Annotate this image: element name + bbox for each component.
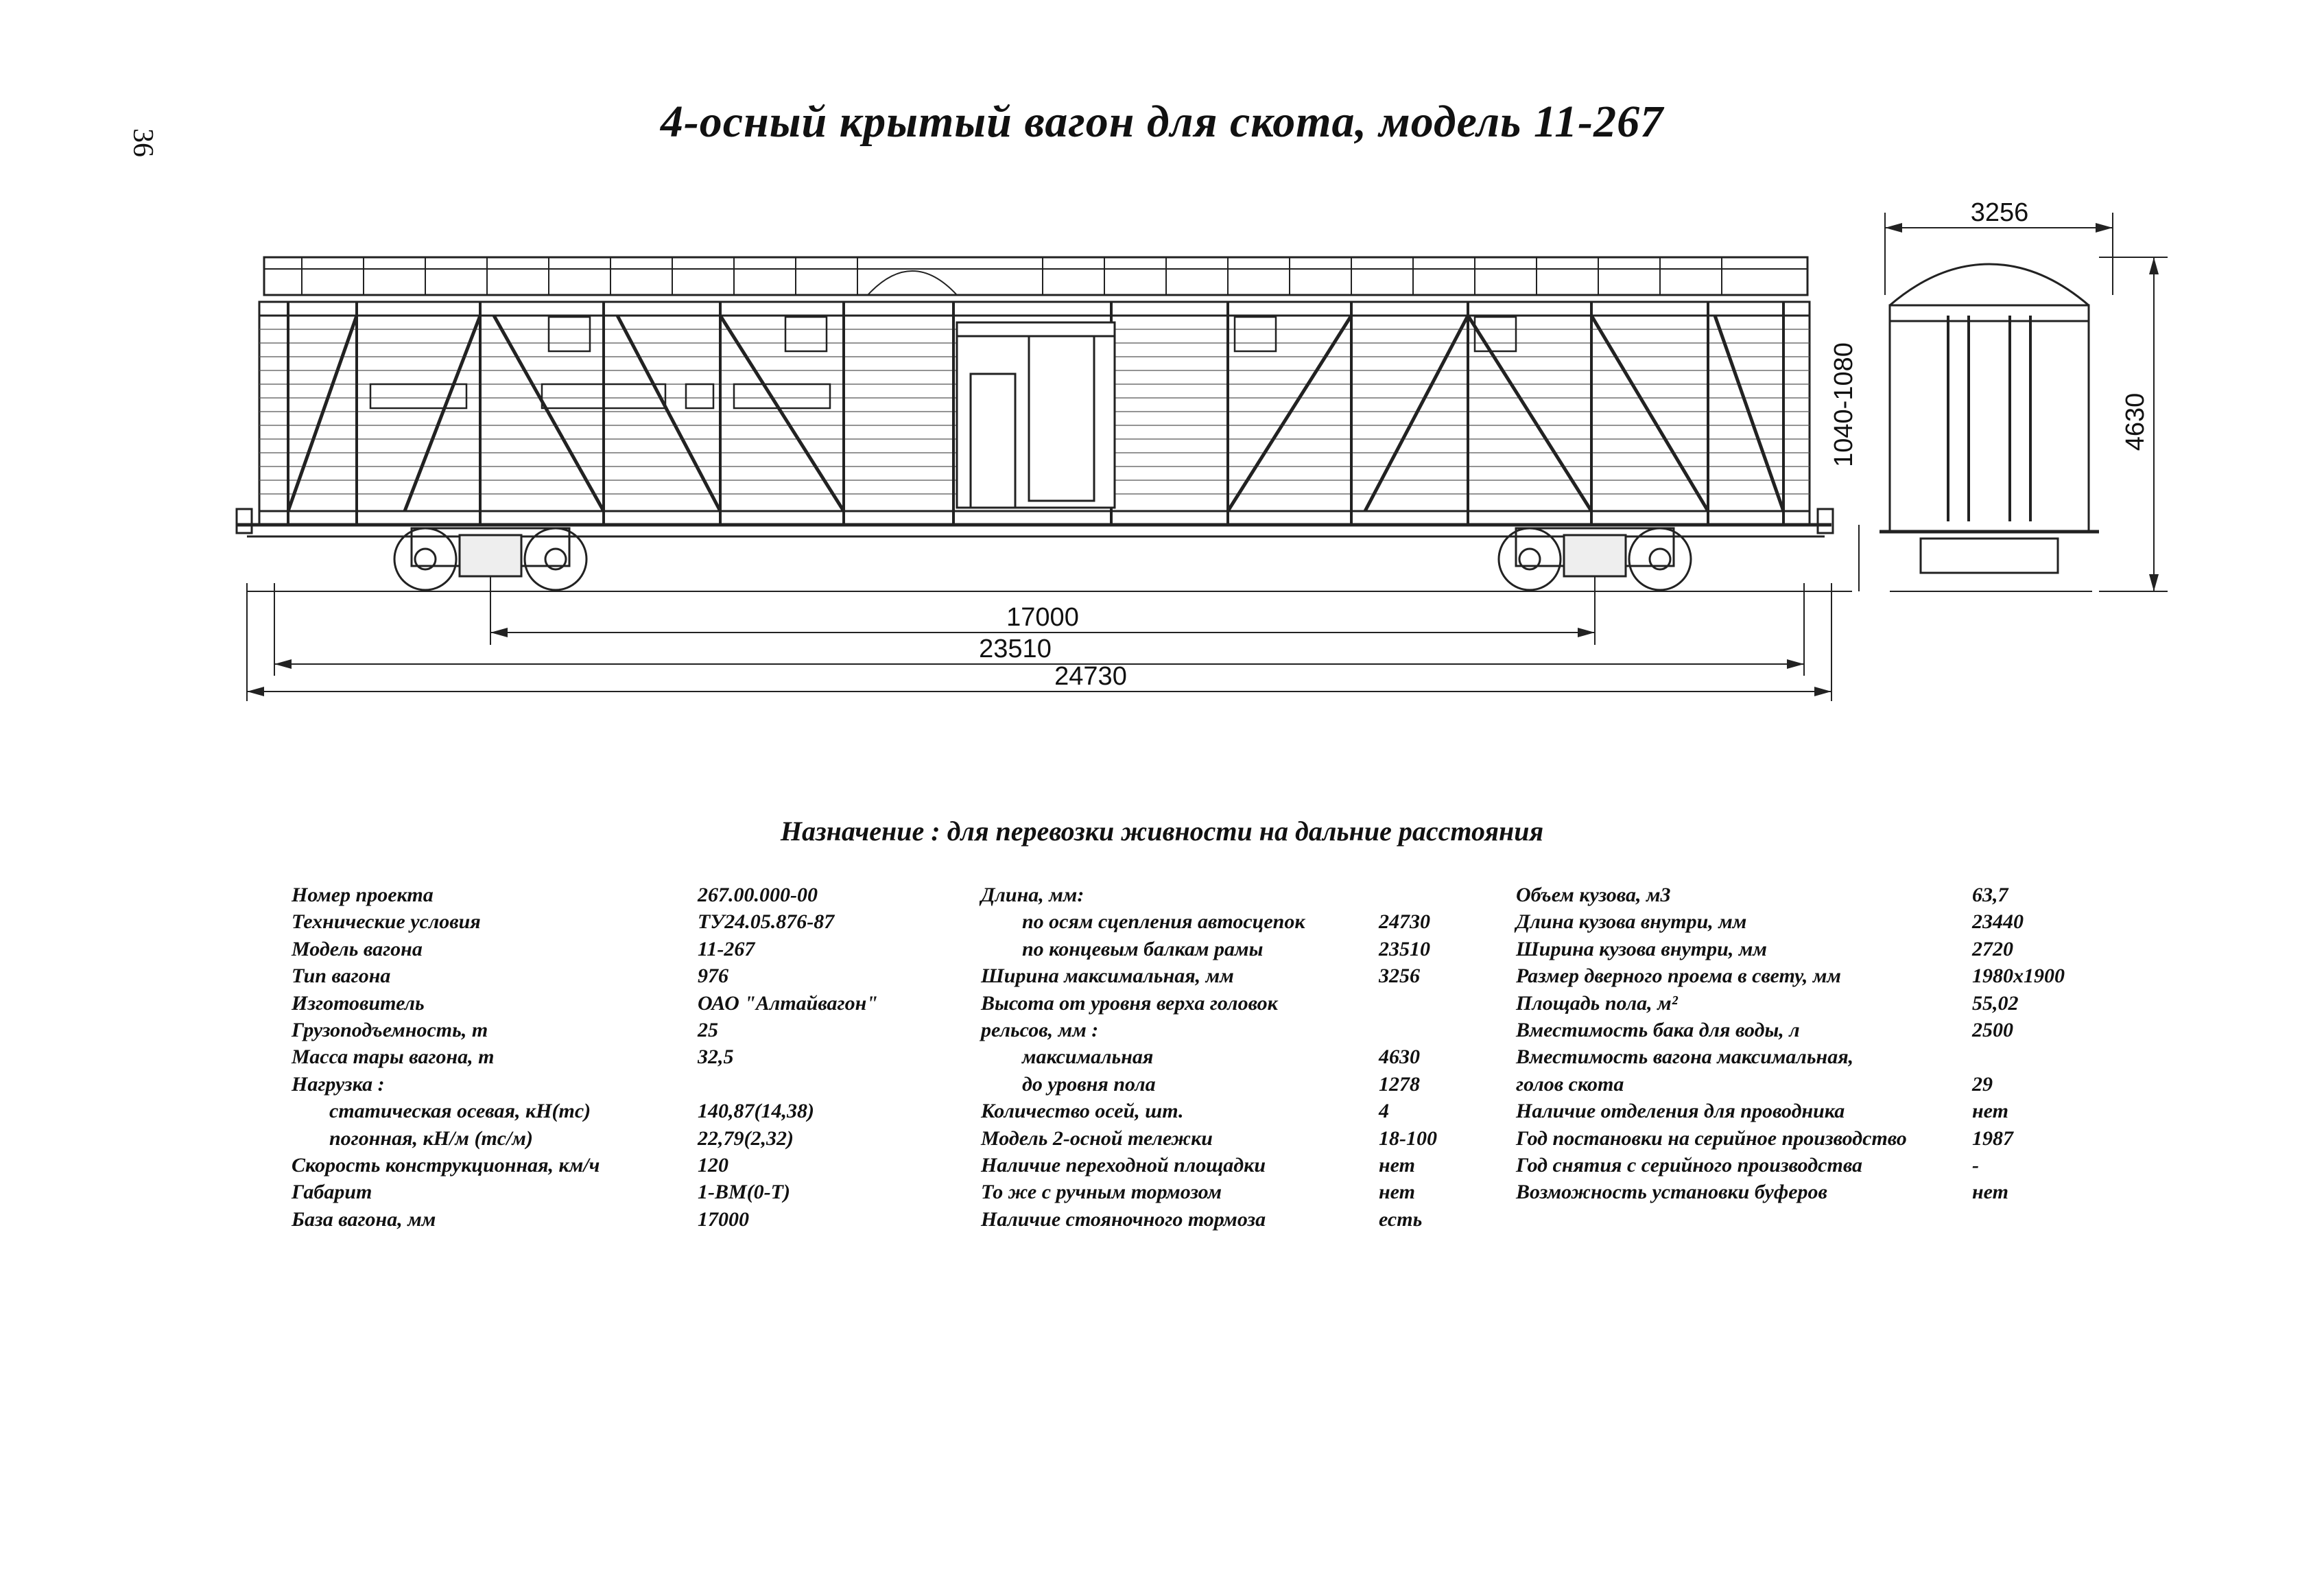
wagon-end-view xyxy=(1880,263,2099,592)
spec-label: Вместимость вагона максимальная, xyxy=(1516,1045,1854,1069)
spec-value: 23510 xyxy=(1379,937,1430,960)
spec-value: 23440 xyxy=(1972,910,2024,934)
spec-label: Вместимость бака для воды, л xyxy=(1516,1018,1800,1041)
spec-value: 4 xyxy=(1379,1100,1389,1123)
wagon-drawing: 17000 23510 24730 3256 4630 1040-1080 xyxy=(235,198,2168,701)
spec-label: Модель вагона xyxy=(292,937,423,960)
spec-value: 2720 xyxy=(1972,937,2013,960)
spec-label: Скорость конструкционная, км/ч xyxy=(292,1153,600,1177)
spec-label: Габарит xyxy=(292,1181,372,1204)
spec-label: голов скота xyxy=(1516,1072,1624,1096)
bogie-right xyxy=(1497,527,1692,591)
spec-value: 11-267 xyxy=(698,937,755,960)
spec-value: 3256 xyxy=(1379,965,1420,988)
dim-floor-label: 1040-1080 xyxy=(1829,342,1858,467)
spec-label: Грузоподъемность, т xyxy=(292,1018,488,1041)
spec-label: Изготовитель xyxy=(292,991,425,1015)
spec-value: нет xyxy=(1972,1181,2008,1204)
spec-label: Наличие переходной площадки xyxy=(981,1153,1266,1177)
spec-label: Наличие отделения для проводника xyxy=(1516,1100,1845,1123)
spec-value: 140,87(14,38) xyxy=(698,1100,814,1123)
spec-label: Ширина максимальная, мм xyxy=(981,965,1234,988)
spec-value: 2500 xyxy=(1972,1018,2013,1041)
spec-label: То же с ручным тормозом xyxy=(981,1181,1222,1204)
spec-label: статическая осевая, кН(тс) xyxy=(329,1100,591,1123)
wagon-roof xyxy=(263,256,1809,296)
spec-value: 120 xyxy=(698,1153,728,1177)
dim-height-label: 4630 xyxy=(2121,393,2150,451)
page-title: 4-осный крытый вагон для скота, модель 1… xyxy=(660,97,1664,147)
dimension-lines xyxy=(246,213,2168,701)
spec-label: Масса тары вагона, т xyxy=(292,1045,495,1069)
spec-value: есть xyxy=(1379,1207,1423,1231)
spec-label: Возможность установки буферов xyxy=(1516,1181,1827,1204)
bogie-left xyxy=(393,527,588,591)
dim-base-label: 17000 xyxy=(1006,603,1079,632)
spec-label: максимальная xyxy=(1022,1045,1154,1069)
spec-value: 1278 xyxy=(1379,1072,1420,1096)
spec-label: Тип вагона xyxy=(292,965,391,988)
spec-value: 22,79(2,32) xyxy=(698,1126,794,1150)
spec-value: 55,02 xyxy=(1972,991,2019,1015)
dim-width-label: 3256 xyxy=(1971,198,2029,227)
spec-label: Длина, мм: xyxy=(981,884,1084,906)
spec-value: нет xyxy=(1972,1100,2008,1123)
spec-label: рельсов, мм : xyxy=(981,1018,1099,1041)
spec-value: нет xyxy=(1379,1153,1415,1177)
spec-value: - xyxy=(1972,1153,1979,1177)
spec-label: погонная, кН/м (тс/м) xyxy=(329,1126,533,1150)
spec-value: ТУ24.05.876-87 xyxy=(698,910,835,934)
spec-value: 63,7 xyxy=(1972,884,2008,906)
spec-label: Наличие стояночного тормоза xyxy=(981,1207,1266,1231)
spec-value: 976 xyxy=(698,965,728,988)
body-windows xyxy=(369,316,1517,410)
roof-vents xyxy=(301,257,1722,296)
spec-value: 1-ВМ(0-Т) xyxy=(698,1181,790,1204)
spec-label: по концевым балкам рамы xyxy=(1022,937,1264,960)
spec-label: Модель 2-осной тележки xyxy=(981,1126,1213,1150)
spec-label: Технические условия xyxy=(292,910,481,934)
spec-value: 32,5 xyxy=(698,1045,734,1069)
wagon-door xyxy=(956,321,1116,509)
spec-value: нет xyxy=(1379,1181,1415,1204)
spec-value: 1987 xyxy=(1972,1126,2013,1150)
spec-label: Площадь пола, м² xyxy=(1516,991,1678,1015)
dimension-arrows xyxy=(247,223,2159,696)
dim-total-label: 24730 xyxy=(1054,662,1127,691)
spec-value: 4630 xyxy=(1379,1045,1420,1069)
spec-label: Высота от уровня верха головок xyxy=(981,991,1278,1015)
underframe xyxy=(235,508,1834,538)
spec-label: База вагона, мм xyxy=(292,1207,436,1231)
spec-label: Объем кузова, м3 xyxy=(1516,884,1671,906)
purpose-line: Назначение : для перевозки живности на д… xyxy=(780,816,1544,847)
spec-value: 267.00.000-00 xyxy=(698,884,818,906)
spec-label: Год постановки на серийное производство xyxy=(1516,1126,1907,1150)
spec-label: Длина кузова внутри, мм xyxy=(1516,910,1747,934)
spec-label: Год снятия с серийного производства xyxy=(1516,1153,1863,1177)
spec-value: ОАО "Алтайвагон" xyxy=(698,991,878,1015)
dim-frame-label: 23510 xyxy=(979,635,1052,663)
spec-value: 24730 xyxy=(1379,910,1430,934)
spec-label: Нагрузка : xyxy=(292,1072,385,1096)
spec-value: 1980x1900 xyxy=(1972,965,2065,988)
body-braces xyxy=(286,314,1786,512)
spec-label: Номер проекта xyxy=(292,884,434,906)
spec-value: 29 xyxy=(1972,1072,1993,1096)
spec-label: Размер дверного проема в свету, мм xyxy=(1516,965,1841,988)
spec-label: по осям сцепления автосцепок xyxy=(1022,910,1305,934)
spec-value: 25 xyxy=(698,1018,718,1041)
spec-value: 17000 xyxy=(698,1207,749,1231)
spec-label: Ширина кузова внутри, мм xyxy=(1516,937,1767,960)
spec-value: 18-100 xyxy=(1379,1126,1437,1150)
spec-label: до уровня пола xyxy=(1022,1072,1156,1096)
spec-label: Количество осей, шт. xyxy=(981,1100,1184,1123)
